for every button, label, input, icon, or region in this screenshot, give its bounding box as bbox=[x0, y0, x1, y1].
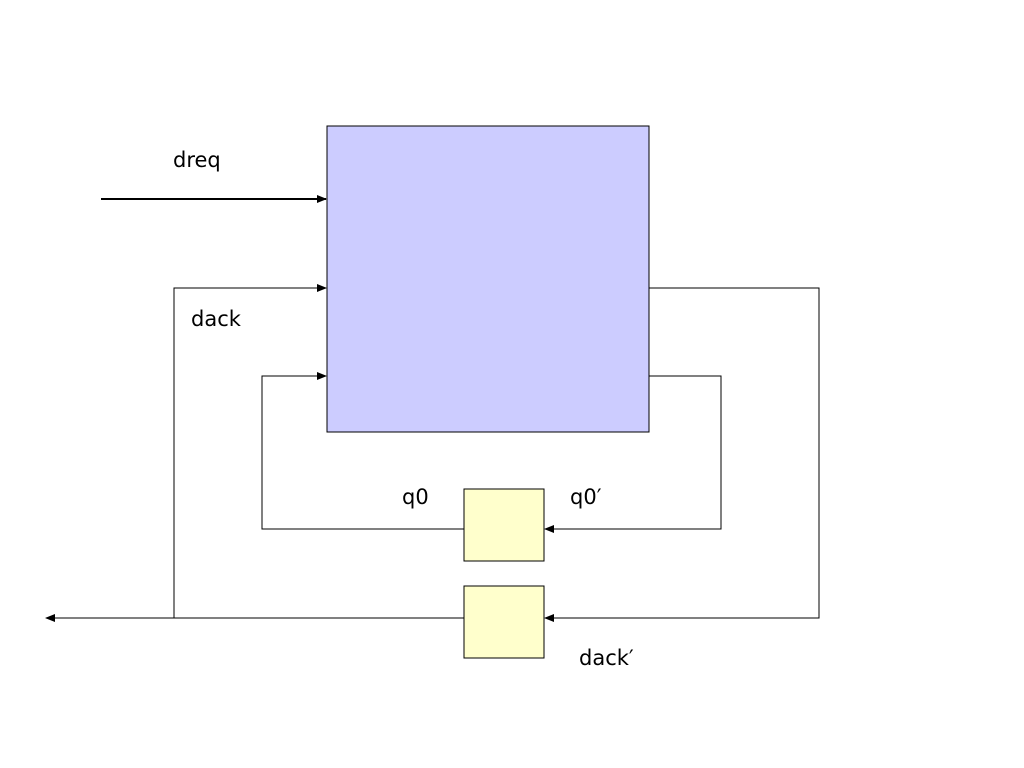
dack-label: dack bbox=[191, 307, 242, 331]
dack-next-state-wire bbox=[544, 287, 820, 622]
q0-next-state-wire bbox=[544, 375, 722, 533]
q0-label: q0 bbox=[402, 485, 429, 509]
q0-prime-label: q0′ bbox=[570, 485, 602, 509]
q0-register bbox=[463, 488, 545, 562]
dack-register bbox=[463, 585, 545, 659]
dreq-label: dreq bbox=[173, 148, 221, 172]
dack-prime-label: dack′ bbox=[579, 646, 634, 670]
dack-feedback-wire bbox=[173, 284, 327, 618]
combinational-logic-block bbox=[326, 125, 650, 433]
q0-feedback-wire bbox=[261, 372, 464, 530]
